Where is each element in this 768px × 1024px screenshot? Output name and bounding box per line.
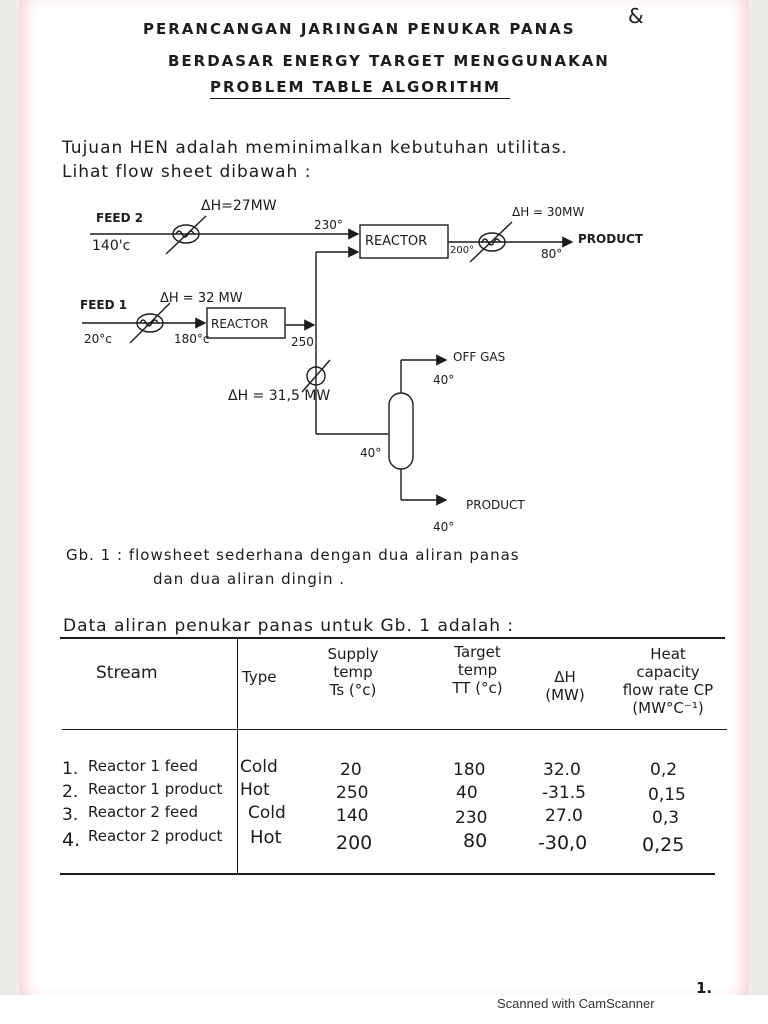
product-temp: 80°: [541, 247, 563, 261]
offgas-temp: 40°: [433, 373, 455, 387]
row-number: 4.: [62, 829, 81, 851]
corner-mark: &: [628, 4, 644, 28]
feed2-heat-exchanger: [172, 224, 200, 244]
row-target-temp: 230: [455, 808, 488, 828]
reactor1-box: [206, 307, 286, 339]
cooler-utility-line: [301, 359, 331, 393]
header-target-line-2: temp: [457, 661, 498, 679]
row-target-temp: 40: [456, 783, 478, 803]
header-cp-line-1: Heat: [650, 645, 686, 663]
product-hx-duty: ΔH = 30MW: [512, 205, 585, 219]
figure-caption-line-2: dan dua aliran dingin .: [153, 570, 346, 588]
row-supply-temp: 140: [336, 806, 369, 826]
scanned-page: [20, 0, 748, 995]
cooler-duty: ΔH = 31,5 MW: [228, 388, 331, 404]
table-header-rule: [62, 729, 727, 730]
product-hx-utility-line: [469, 221, 513, 263]
offgas-label: OFF GAS: [453, 350, 506, 364]
row-supply-temp: 250: [336, 783, 369, 803]
feed2-label: FEED 2: [96, 211, 144, 225]
feed2-hx-duty: ΔH=27MW: [201, 198, 277, 214]
title-line-2: BERDASAR ENERGY TARGET MENGGUNAKAN: [168, 52, 610, 70]
row-type: Hot: [240, 780, 270, 800]
reactor2-inlet-temp: 230°: [314, 218, 343, 232]
feed1-heat-exchanger: [136, 313, 164, 333]
header-heat-capacity: Heat capacity flow rate CP (MW°C⁻¹): [612, 645, 724, 717]
row-target-temp: 80: [463, 830, 488, 852]
row-delta-h: -31.5: [542, 783, 586, 803]
header-supply-line-3: Ts (°c): [329, 681, 377, 699]
row-heat-capacity: 0,15: [648, 785, 686, 805]
figure-caption-line-1: Gb. 1 : flowsheet sederhana dengan dua a…: [66, 546, 520, 564]
row-stream: Reactor 2 product: [88, 827, 223, 845]
header-supply-line-2: temp: [333, 663, 373, 681]
row-target-temp: 180: [453, 760, 486, 780]
header-cp-line-2: capacity: [636, 663, 700, 681]
row-number: 3.: [62, 805, 79, 825]
bottoms-product-label: PRODUCT: [466, 498, 525, 512]
row-type: Cold: [248, 803, 286, 823]
reactor1-inlet-temp: 180°c: [174, 332, 210, 346]
separation-column: [388, 392, 414, 470]
row-delta-h: 32.0: [543, 760, 581, 780]
reactor1-product-cooler: [306, 366, 326, 386]
row-stream: Reactor 1 feed: [88, 757, 198, 775]
table-intro: Data aliran penukar panas untuk Gb. 1 ad…: [63, 616, 515, 636]
title-line-3: PROBLEM TABLE ALGORITHM: [210, 78, 501, 96]
row-heat-capacity: 0,2: [650, 760, 678, 780]
feed1-hx-coil: [139, 319, 159, 327]
product-heat-exchanger: [478, 232, 506, 252]
header-stream: Stream: [96, 663, 158, 683]
feed2-temp: 140'c: [92, 238, 131, 254]
row-heat-capacity: 0,25: [642, 834, 685, 856]
row-heat-capacity: 0,3: [652, 808, 680, 828]
table-top-rule: [60, 637, 725, 639]
header-dh-line-1: ΔH: [554, 668, 576, 686]
row-stream: Reactor 1 product: [88, 780, 223, 798]
row-stream: Reactor 2 feed: [88, 803, 198, 821]
table-column-divider: [237, 637, 238, 875]
table-bottom-rule: [60, 873, 715, 875]
title-underline: [210, 98, 510, 99]
feed2-hx-utility-line: [165, 215, 207, 255]
feed1-hx-duty: ΔH = 32 MW: [160, 291, 243, 306]
header-target-temp: Target temp TT (°c): [435, 643, 520, 697]
row-delta-h: -30,0: [538, 832, 588, 854]
reactor2-outlet-temp: 200°: [450, 245, 475, 256]
page-number: 1.: [696, 979, 713, 997]
feed1-label: FEED 1: [80, 298, 128, 312]
row-delta-h: 27.0: [545, 806, 583, 826]
reactor1-label: REACTOR: [211, 317, 269, 331]
header-supply-temp: Supply temp Ts (°c): [318, 645, 388, 699]
header-dh-line-2: (MW): [545, 686, 585, 704]
header-target-line-1: Target: [454, 643, 501, 661]
feed1-temp: 20°c: [84, 332, 112, 346]
title-line-1: PERANCANGAN JARINGAN PENUKAR PANAS: [143, 20, 576, 38]
row-number: 1.: [62, 759, 79, 779]
header-target-line-3: TT (°c): [452, 679, 503, 697]
product-label: PRODUCT: [578, 232, 643, 246]
reactor1-outlet-temp: 250: [291, 335, 314, 349]
camscanner-watermark: Scanned with CamScanner: [497, 996, 655, 1011]
header-delta-h: ΔH (MW): [537, 668, 593, 704]
intro-line-2: Lihat flow sheet dibawah :: [62, 162, 312, 182]
column-temp: 40°: [360, 446, 382, 460]
product-hx-coil: [481, 238, 501, 246]
header-supply-line-1: Supply: [327, 645, 379, 663]
header-cp-line-3: flow rate CP: [622, 681, 714, 699]
header-cp-line-4: (MW°C⁻¹): [632, 699, 704, 717]
row-type: Cold: [240, 757, 278, 777]
row-supply-temp: 20: [340, 760, 362, 780]
header-type: Type: [242, 668, 277, 686]
row-number: 2.: [62, 782, 79, 802]
footer-band: [0, 995, 768, 1024]
row-type: Hot: [250, 827, 282, 848]
intro-line-1: Tujuan HEN adalah meminimalkan kebutuhan…: [62, 138, 568, 158]
reactor2-label: REACTOR: [365, 234, 428, 249]
feed1-hx-utility-line: [129, 302, 171, 344]
bottoms-product-temp: 40°: [433, 520, 455, 534]
row-supply-temp: 200: [336, 832, 373, 854]
